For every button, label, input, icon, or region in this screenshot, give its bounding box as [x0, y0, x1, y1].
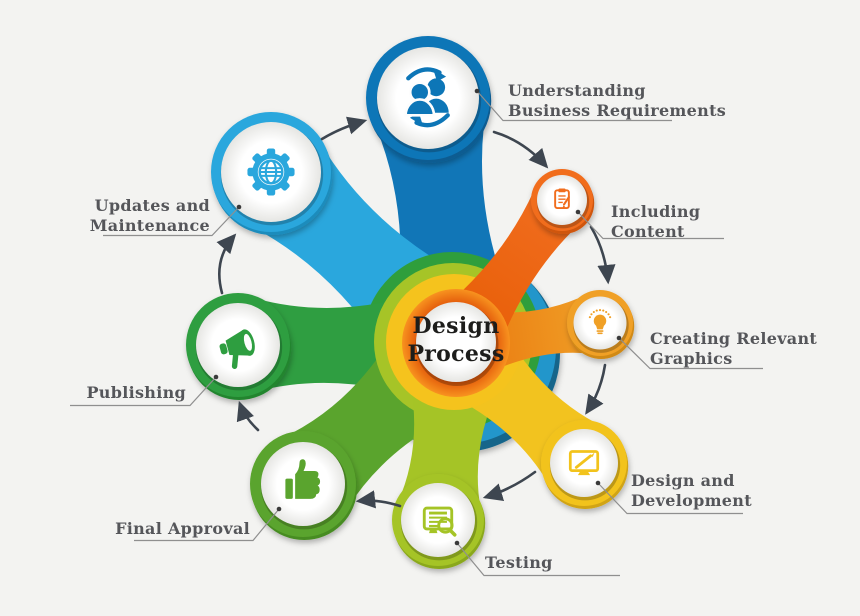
monitor-pen-icon — [568, 450, 600, 476]
arrow-design-development-to-testing — [482, 470, 537, 501]
label-design-and-development: Design and Development — [631, 471, 821, 512]
label-final-approval: Final Approval — [60, 519, 250, 539]
label-creating-relevant-graphics: Creating Relevant Graphics — [650, 329, 840, 370]
arrow-understanding-to-including — [492, 130, 549, 169]
leader-dot-design_dev — [595, 480, 601, 486]
lightbulb-icon — [588, 309, 612, 335]
label-including-content: Including Content — [611, 202, 771, 243]
leader-dot-understanding — [474, 88, 480, 94]
label-line: Business Requirements — [508, 101, 727, 121]
node-final_approval — [250, 431, 358, 540]
arrow-testing-to-final-approval — [355, 490, 402, 509]
megaphone-icon — [219, 329, 255, 369]
label-line: Including — [611, 202, 701, 221]
node-including — [531, 169, 595, 234]
label-line: Understanding — [508, 81, 646, 100]
leader-dot-creating — [616, 335, 622, 341]
leader-dot-testing — [454, 540, 460, 546]
hub-title-line: Process — [407, 340, 505, 367]
node-publishing — [186, 293, 292, 400]
leader-understanding — [476, 90, 672, 122]
node-creating — [567, 290, 635, 359]
label-line: Testing — [485, 553, 553, 572]
arrow-creating-to-design-development — [585, 363, 607, 415]
leader-updates — [103, 206, 240, 237]
leader-design_dev — [597, 482, 743, 515]
label-line: Maintenance — [89, 216, 210, 236]
label-line: Final Approval — [115, 519, 250, 538]
hub-title-line: Design — [412, 313, 500, 339]
leader-including — [577, 211, 724, 240]
leader-dot-updates — [236, 204, 242, 210]
arrow-updates-to-understanding — [320, 116, 368, 141]
label-line: Content — [611, 222, 685, 242]
node-including-face — [537, 175, 587, 225]
node-updates — [211, 112, 333, 235]
hub-center-circle — [416, 302, 496, 382]
clipboard-pencil-icon — [554, 188, 570, 210]
label-line: Updates and — [94, 196, 210, 215]
leader-final_approval — [134, 508, 280, 542]
leader-dot-final_approval — [276, 506, 282, 512]
arrow-final-approval-to-publishing — [236, 400, 260, 432]
label-publishing: Publishing — [26, 383, 186, 403]
node-testing-face — [401, 483, 475, 557]
node-testing — [392, 474, 486, 569]
arrow-including-to-creating — [589, 225, 616, 285]
label-updates-and-maintenance: Updates and Maintenance — [40, 196, 210, 237]
label-line: Graphics — [650, 349, 733, 369]
leader-dot-including — [575, 209, 581, 215]
users-sync-icon — [404, 67, 450, 128]
hub-title: Design Process — [376, 313, 536, 368]
label-understanding-business-requirements: Understanding Business Requirements — [508, 81, 728, 122]
leader-creating — [618, 337, 763, 370]
gear-globe-icon — [247, 148, 295, 196]
leader-dot-publishing — [213, 374, 219, 380]
thumbs-up-icon — [285, 459, 321, 499]
label-line: Publishing — [86, 383, 186, 402]
document-magnifier-icon — [422, 506, 457, 537]
node-understanding — [366, 36, 492, 163]
leader-testing — [456, 542, 620, 577]
label-testing: Testing — [485, 553, 625, 573]
leader-publishing — [70, 376, 217, 407]
node-design_dev — [541, 420, 629, 509]
label-line: Development — [631, 491, 752, 511]
arrow-publishing-to-updates — [216, 233, 237, 295]
label-line: Design and — [631, 471, 735, 490]
label-line: Creating Relevant — [650, 329, 818, 348]
